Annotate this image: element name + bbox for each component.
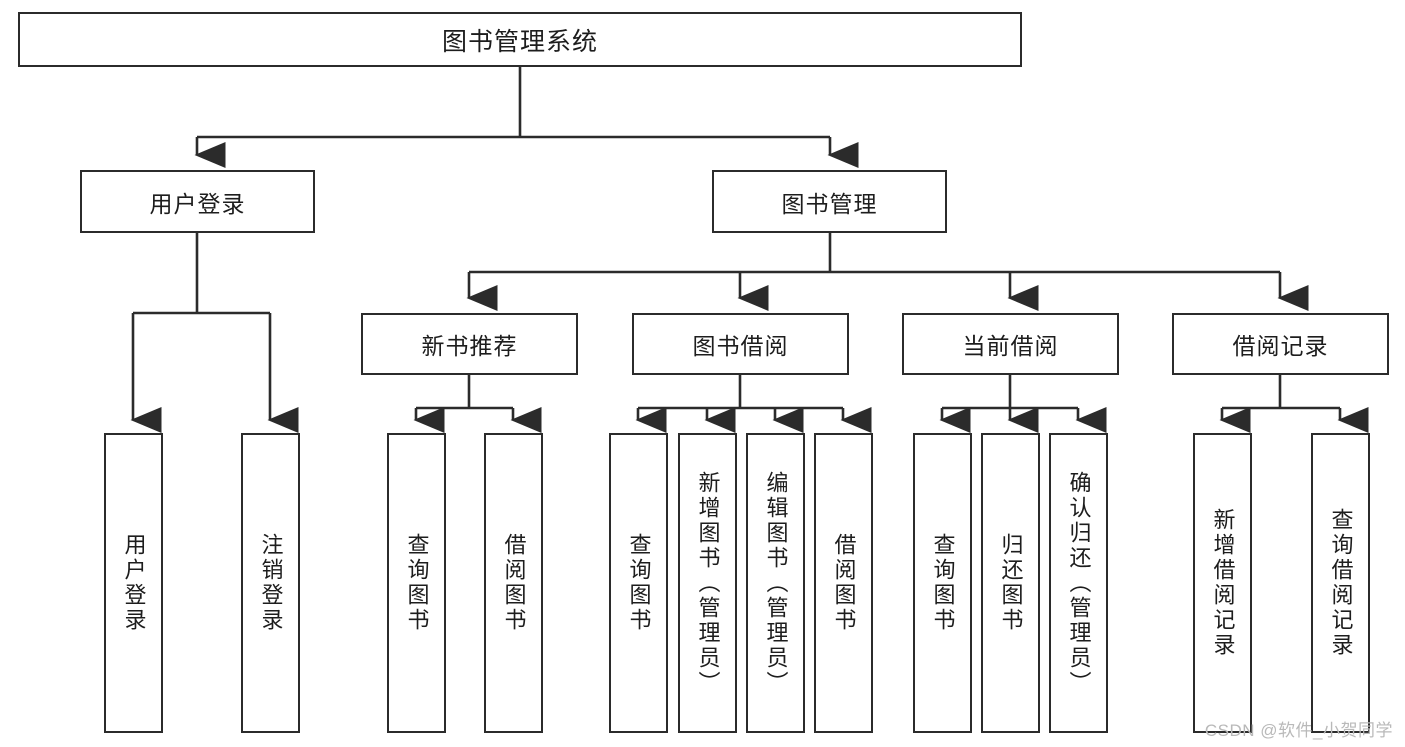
- watermark-text: CSDN @软件_小贺同学: [1204, 721, 1393, 740]
- leaf-current-query-book[interactable]: 查询图书: [913, 433, 972, 733]
- leaf-new-book-borrow[interactable]: 借阅图书: [484, 433, 543, 733]
- node-book-manage[interactable]: 图书管理: [712, 170, 947, 233]
- node-borrow-record[interactable]: 借阅记录: [1172, 313, 1389, 375]
- leaf-current-query-book-label: 查询图书: [930, 533, 956, 633]
- leaf-add-book-admin[interactable]: 新增图书（管理员）: [678, 433, 737, 733]
- node-user-login-label: 用户登录: [149, 190, 246, 217]
- leaf-edit-book-admin[interactable]: 编辑图书（管理员）: [746, 433, 805, 733]
- leaf-user-login[interactable]: 用户登录: [104, 433, 163, 733]
- leaf-logout-label: 注销登录: [258, 533, 284, 633]
- leaf-new-book-borrow-label: 借阅图书: [501, 533, 527, 633]
- leaf-add-borrow-record[interactable]: 新增借阅记录: [1193, 433, 1252, 733]
- leaf-new-book-query[interactable]: 查询图书: [387, 433, 446, 733]
- node-root[interactable]: 图书管理系统: [18, 12, 1022, 67]
- node-new-book-recommend-label: 新书推荐: [421, 333, 518, 359]
- leaf-query-borrow-record[interactable]: 查询借阅记录: [1311, 433, 1370, 733]
- leaf-borrow-book-label: 借阅图书: [831, 533, 857, 633]
- node-current-borrow[interactable]: 当前借阅: [902, 313, 1119, 375]
- node-book-borrow-label: 图书借阅: [692, 333, 789, 359]
- node-new-book-recommend[interactable]: 新书推荐: [361, 313, 578, 375]
- node-book-borrow[interactable]: 图书借阅: [632, 313, 849, 375]
- leaf-query-borrow-record-label: 查询借阅记录: [1328, 508, 1354, 658]
- leaf-borrow-query-book[interactable]: 查询图书: [609, 433, 668, 733]
- leaf-return-book-label: 归还图书: [998, 533, 1024, 633]
- node-root-label: 图书管理系统: [441, 27, 598, 56]
- node-borrow-record-label: 借阅记录: [1232, 333, 1329, 359]
- leaf-add-book-admin-label: 新增图书（管理员）: [695, 470, 721, 696]
- leaf-add-borrow-record-label: 新增借阅记录: [1210, 508, 1236, 658]
- leaf-borrow-book[interactable]: 借阅图书: [814, 433, 873, 733]
- leaf-new-book-query-label: 查询图书: [404, 533, 430, 633]
- node-user-login[interactable]: 用户登录: [80, 170, 315, 233]
- node-current-borrow-label: 当前借阅: [962, 333, 1059, 359]
- leaf-user-login-label: 用户登录: [121, 533, 147, 633]
- leaf-edit-book-admin-label: 编辑图书（管理员）: [763, 470, 789, 696]
- leaf-confirm-return-admin[interactable]: 确认归还（管理员）: [1049, 433, 1108, 733]
- leaf-confirm-return-admin-label: 确认归还（管理员）: [1066, 470, 1092, 696]
- node-book-manage-label: 图书管理: [781, 190, 878, 217]
- leaf-logout[interactable]: 注销登录: [241, 433, 300, 733]
- leaf-borrow-query-book-label: 查询图书: [626, 533, 652, 633]
- leaf-return-book[interactable]: 归还图书: [981, 433, 1040, 733]
